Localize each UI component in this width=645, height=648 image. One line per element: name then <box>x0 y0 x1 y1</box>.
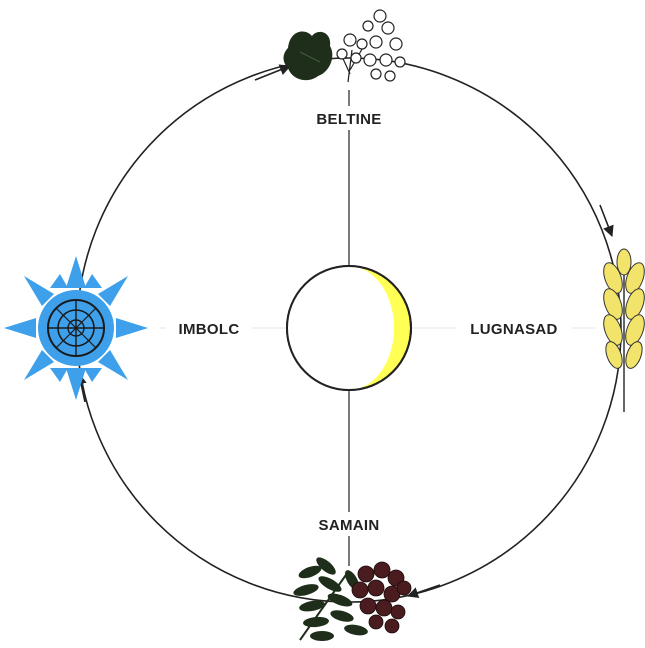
wheat-ear-icon <box>600 249 645 412</box>
label-imbolc: IMBOLC <box>179 321 240 338</box>
label-lugnasad: LUGNASAD <box>470 321 557 338</box>
label-samain: SAMAIN <box>319 517 380 534</box>
crescent-moon-icon <box>287 266 411 390</box>
leaves-and-berries-icon <box>292 554 411 641</box>
snowflake-sun-icon <box>4 256 148 400</box>
label-beltine: BELTINE <box>316 111 381 128</box>
arrow-lower-right <box>408 585 440 596</box>
leaf-and-blossom-icon <box>284 10 406 82</box>
